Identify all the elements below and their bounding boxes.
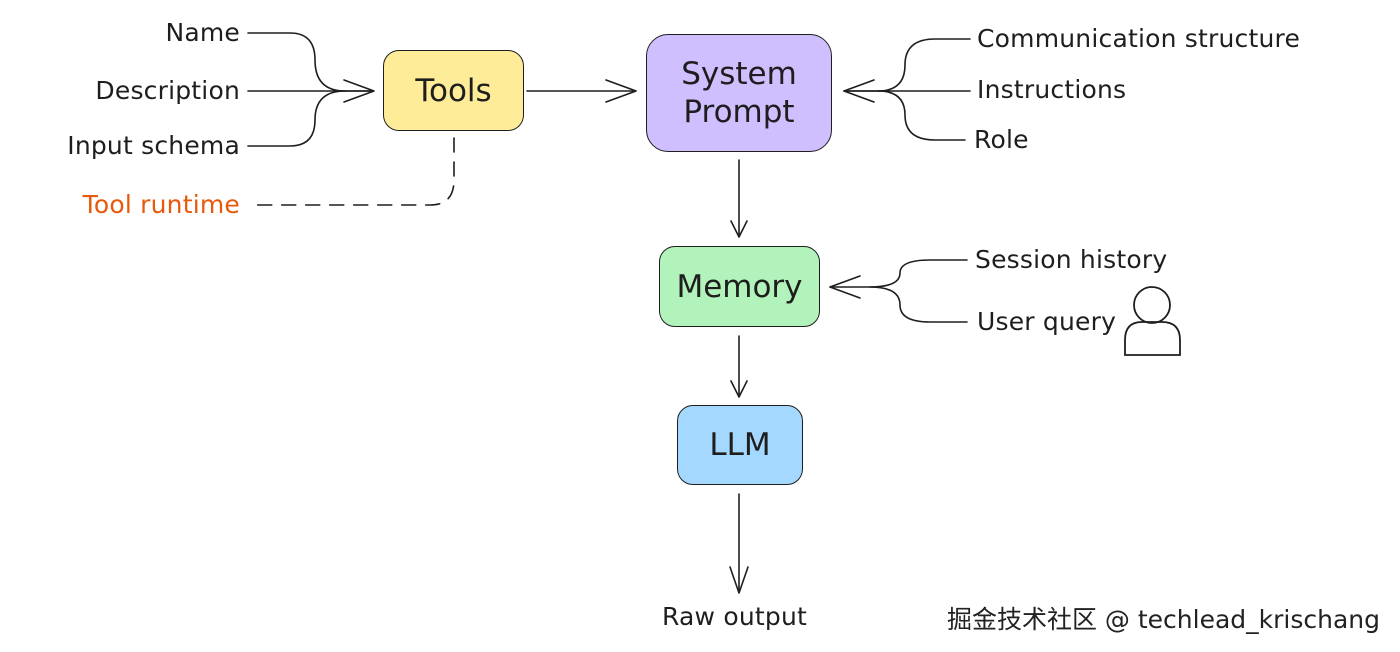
query-to-memory-connector <box>869 286 968 323</box>
tool-input-schema: Input schema <box>67 131 240 160</box>
tool-runtime-label: Tool runtime <box>82 190 240 219</box>
watermark-text: 掘金技术社区 @ techlead_krischang <box>946 605 1380 634</box>
llm-label: LLM <box>709 427 771 463</box>
raw-output-label: Raw output <box>662 602 807 631</box>
tool-input-name: Name <box>165 18 240 47</box>
memory-arrowhead-right <box>829 275 861 299</box>
system-prompt-label: System Prompt <box>681 55 797 131</box>
system-input-role: Role <box>974 125 1029 154</box>
memory-label: Memory <box>676 268 803 305</box>
output-arrowhead <box>729 566 749 594</box>
llm-node: LLM <box>677 405 803 485</box>
role-to-system-connector <box>877 90 966 141</box>
name-to-tools-connector <box>247 32 373 92</box>
memory-node: Memory <box>659 246 820 327</box>
system-input-instructions: Instructions <box>977 75 1127 104</box>
memory-arrowhead-top <box>730 220 748 238</box>
system-prompt-node: System Prompt <box>646 34 832 152</box>
memory-input-query: User query <box>977 307 1117 336</box>
system-input-communication: Communication structure <box>977 24 1301 53</box>
tool-runtime-connector <box>247 137 455 206</box>
tools-node: Tools <box>383 50 524 131</box>
tools-arrowhead <box>343 79 375 103</box>
tool-input-description: Description <box>95 76 240 105</box>
llm-arrowhead-top <box>730 380 748 398</box>
system-arrowhead-left <box>605 79 637 103</box>
session-to-memory-connector <box>829 259 968 288</box>
user-icon <box>1124 286 1181 356</box>
communication-to-system-connector <box>843 38 971 92</box>
system-prompt-line1: System <box>681 56 797 92</box>
tools-label: Tools <box>415 72 492 109</box>
schema-to-tools-connector <box>247 90 346 147</box>
system-prompt-line2: Prompt <box>683 94 795 130</box>
memory-input-session: Session history <box>975 245 1168 274</box>
system-arrowhead-right <box>843 79 875 103</box>
